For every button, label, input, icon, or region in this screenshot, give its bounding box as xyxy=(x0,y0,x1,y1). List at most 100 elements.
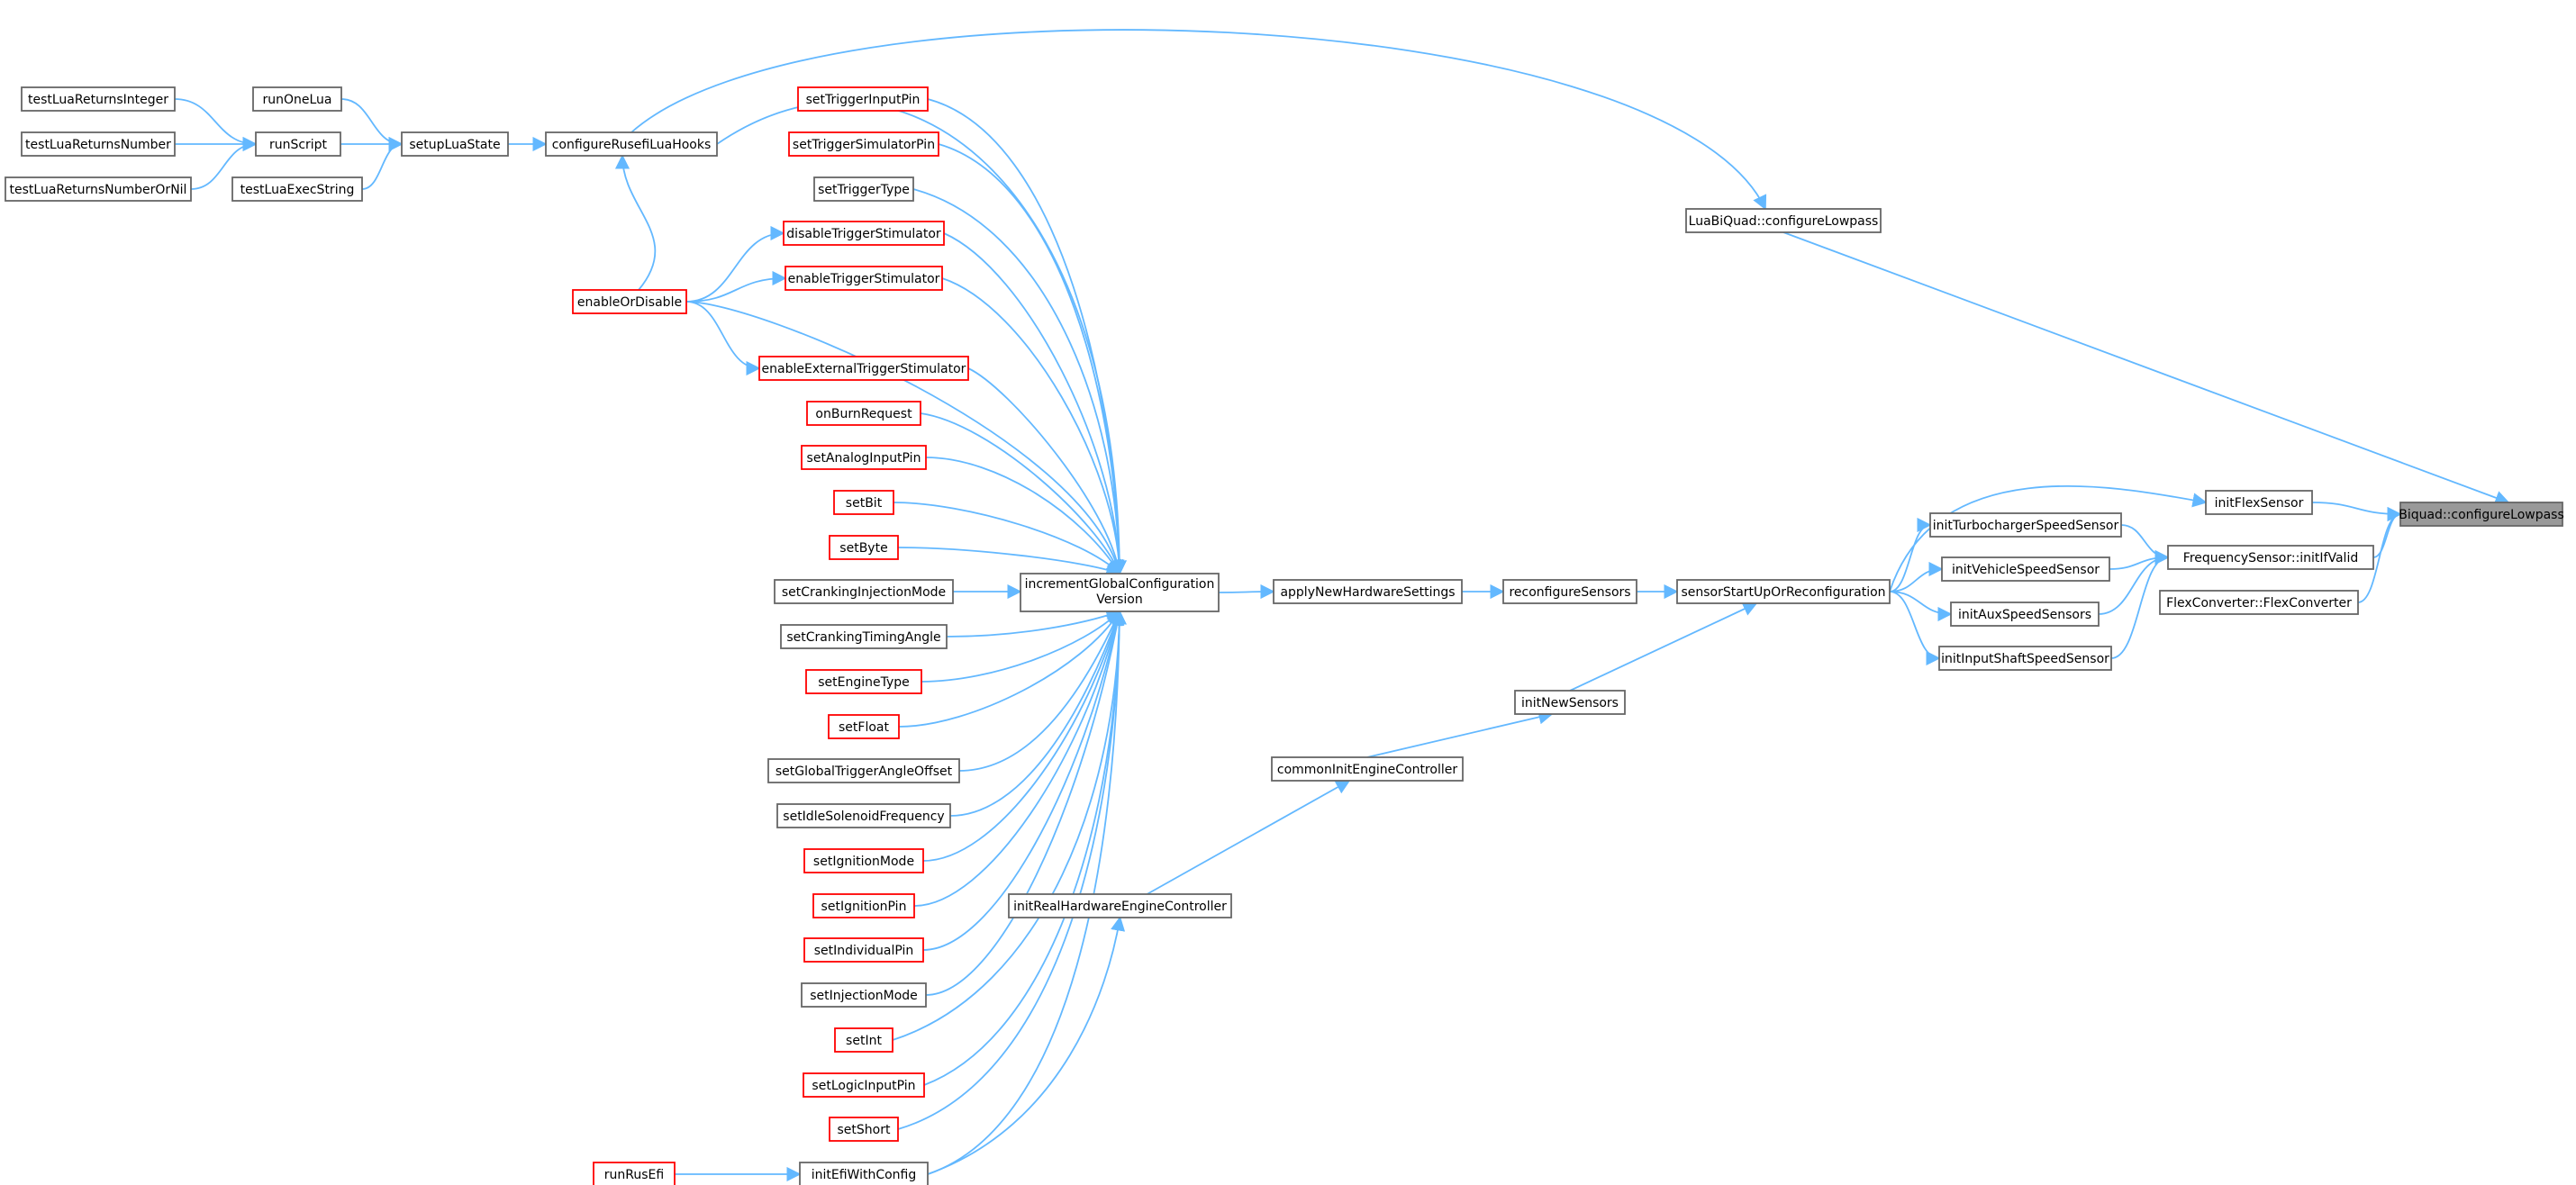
edge-sensorstart-to-initaux xyxy=(1889,591,1953,622)
edge-setbit-to-increment xyxy=(893,502,1121,575)
node-label: runRusEfi xyxy=(604,1168,664,1182)
node-label: applyNewHardwareSettings xyxy=(1280,585,1455,600)
node-initnew[interactable]: initNewSensors xyxy=(1514,690,1626,715)
node-label: commonInitEngineController xyxy=(1277,763,1457,777)
node-box xyxy=(255,131,341,157)
node-box xyxy=(829,1117,899,1142)
node-label: setBit xyxy=(846,496,883,511)
node-flexconv[interactable]: FlexConverter::FlexConverter xyxy=(2159,590,2359,615)
edge-luabiquad-to-biquad xyxy=(1782,231,2510,505)
node-label: setIgnitionPin xyxy=(821,900,907,914)
edge-enableordisable-to-increment xyxy=(685,301,1124,575)
edge-testluanumnil-to-runscript xyxy=(190,136,258,190)
node-label: setCrankingInjectionMode xyxy=(782,585,946,600)
edge-initinput-to-freqsensor xyxy=(2110,549,2170,659)
node-box xyxy=(1685,208,1882,233)
node-setfloat[interactable]: setFloat xyxy=(828,714,900,739)
node-label: runOneLua xyxy=(262,93,331,107)
edge-enableordisable-to-enableext xyxy=(685,301,761,376)
node-setignmode[interactable]: setIgnitionMode xyxy=(803,848,924,873)
node-label: setIndividualPin xyxy=(814,944,913,958)
edge-setignpin-to-increment xyxy=(913,610,1124,907)
node-box xyxy=(545,131,718,157)
node-sensorstart[interactable]: sensorStartUpOrReconfiguration xyxy=(1676,579,1891,604)
node-label: LuaBiQuad::configureLowpass xyxy=(1689,214,1879,229)
node-box xyxy=(829,535,899,560)
node-testluaexec[interactable]: testLuaExecString xyxy=(231,176,363,202)
node-setignpin[interactable]: setIgnitionPin xyxy=(812,893,915,918)
node-setuplua[interactable]: setupLuaState xyxy=(401,131,509,157)
node-applynew[interactable]: applyNewHardwareSettings xyxy=(1273,579,1463,604)
node-setindiv[interactable]: setIndividualPin xyxy=(803,937,924,963)
node-initefi[interactable]: initEfiWithConfig xyxy=(799,1162,929,1185)
node-reconfigure[interactable]: reconfigureSensors xyxy=(1502,579,1637,604)
node-setengine[interactable]: setEngineType xyxy=(805,669,922,694)
node-configlua[interactable]: configureRusefiLuaHooks xyxy=(545,131,718,157)
node-initaux[interactable]: initAuxSpeedSensors xyxy=(1950,602,2100,627)
node-setshort[interactable]: setShort xyxy=(829,1117,899,1142)
edge-configlua-to-luabiquad xyxy=(630,29,1767,211)
node-setcranktim[interactable]: setCrankingTimingAngle xyxy=(780,624,948,649)
node-settriggersim[interactable]: setTriggerSimulatorPin xyxy=(788,131,939,157)
node-label: setFloat xyxy=(839,720,889,735)
node-luabiquad[interactable]: LuaBiQuad::configureLowpass xyxy=(1685,208,1882,233)
node-setlogic[interactable]: setLogicInputPin xyxy=(803,1072,925,1098)
node-testluaint[interactable]: testLuaReturnsInteger xyxy=(21,86,176,112)
node-setcrankinj[interactable]: setCrankingInjectionMode xyxy=(774,579,954,604)
node-settriggertype[interactable]: setTriggerType xyxy=(813,176,914,202)
node-initturbo[interactable]: initTurbochargerSpeedSensor xyxy=(1929,512,2122,538)
edge-disabletrig-to-increment xyxy=(943,232,1127,575)
node-runscript[interactable]: runScript xyxy=(255,131,341,157)
edge-initflex-to-biquad xyxy=(2311,502,2402,522)
node-label: setInt xyxy=(846,1034,882,1048)
edge-initnew-to-sensorstart xyxy=(1569,602,1758,692)
node-setint[interactable]: setInt xyxy=(834,1027,893,1053)
node-box xyxy=(1929,512,2122,538)
node-box xyxy=(593,1162,676,1185)
node-runrusefi[interactable]: runRusEfi xyxy=(593,1162,676,1185)
node-setbyte[interactable]: setByte xyxy=(829,535,899,560)
node-label: FlexConverter::FlexConverter xyxy=(2166,596,2352,611)
node-label: initRealHardwareEngineController xyxy=(1013,900,1227,914)
node-box xyxy=(783,221,945,246)
node-commoninit[interactable]: commonInitEngineController xyxy=(1271,756,1464,782)
node-label: initTurbochargerSpeedSensor xyxy=(1933,519,2119,533)
edge-settriggertype-to-increment xyxy=(912,188,1127,575)
node-label: enableTriggerStimulator xyxy=(788,272,940,286)
edge-setbyte-to-increment xyxy=(897,547,1121,576)
node-biquad[interactable]: Biquad::configureLowpass xyxy=(2399,502,2564,527)
node-setidle[interactable]: setIdleSolenoidFrequency xyxy=(776,803,951,828)
node-setinjmode[interactable]: setInjectionMode xyxy=(801,982,927,1008)
node-initinput[interactable]: initInputShaftSpeedSensor xyxy=(1938,646,2112,671)
node-initreal[interactable]: initRealHardwareEngineController xyxy=(1008,893,1232,918)
node-enableordisable[interactable]: enableOrDisable xyxy=(572,289,687,314)
edge-enableordisable-to-disabletrig xyxy=(685,225,785,303)
node-testluanumnil[interactable]: testLuaReturnsNumberOrNil xyxy=(5,176,192,202)
node-box xyxy=(1938,646,2112,671)
node-freqsensor[interactable]: FrequencySensor::initIfValid xyxy=(2167,545,2374,570)
edge-testluaint-to-runscript xyxy=(174,98,258,152)
node-testluanum[interactable]: testLuaReturnsNumber xyxy=(21,131,176,157)
edge-setint-to-increment xyxy=(892,610,1127,1041)
node-setanalog[interactable]: setAnalogInputPin xyxy=(801,445,927,470)
node-setbit[interactable]: setBit xyxy=(833,490,894,515)
node-enableext[interactable]: enableExternalTriggerStimulator xyxy=(758,356,969,381)
node-setglobaltrig[interactable]: setGlobalTriggerAngleOffset xyxy=(767,758,960,783)
node-onburn[interactable]: onBurnRequest xyxy=(806,401,921,426)
node-settriggerinput[interactable]: setTriggerInputPin xyxy=(797,86,929,112)
node-initflex[interactable]: initFlexSensor xyxy=(2205,490,2313,515)
node-enabletrig[interactable]: enableTriggerStimulator xyxy=(785,266,943,291)
node-disabletrig[interactable]: disableTriggerStimulator xyxy=(783,221,945,246)
node-label: setGlobalTriggerAngleOffset xyxy=(776,764,953,779)
edge-sensorstart-to-initinput xyxy=(1889,591,1941,666)
node-box xyxy=(1941,556,2110,582)
node-label: initEfiWithConfig xyxy=(812,1168,917,1182)
node-label: setIgnitionMode xyxy=(813,855,914,869)
node-initvehicle[interactable]: initVehicleSpeedSensor xyxy=(1941,556,2110,582)
node-runonelua[interactable]: runOneLua xyxy=(252,86,342,112)
node-label: setLogicInputPin xyxy=(812,1079,915,1093)
edge-runonelua-to-setuplua xyxy=(340,98,404,152)
node-box xyxy=(774,579,954,604)
node-box xyxy=(776,803,951,828)
